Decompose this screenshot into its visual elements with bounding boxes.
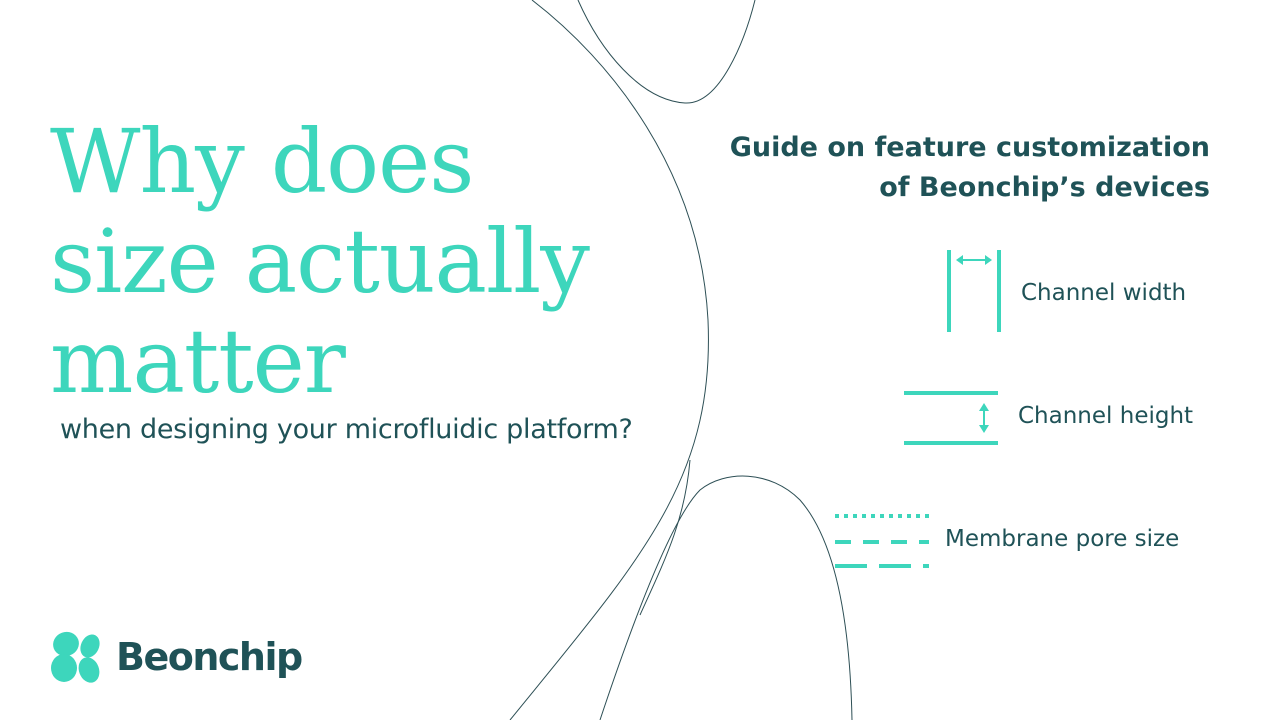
feature-label-channel-width: Channel width <box>1021 280 1187 306</box>
subtitle: when designing your microfluidic platfor… <box>60 414 633 445</box>
guide-title-line-2: of Beonchip’s devices <box>879 172 1210 203</box>
guide-title-line-1: Guide on feature customization <box>729 132 1210 163</box>
channel-height-icon <box>904 391 998 445</box>
headline-line-2: size actually <box>50 210 590 313</box>
feature-label-membrane-pore-size: Membrane pore size <box>945 526 1180 552</box>
guide-title: Guide on feature customization of Beonch… <box>730 128 1210 208</box>
headline: Why does size actually matter <box>50 110 590 413</box>
headline-line-3: matter <box>50 310 346 413</box>
feature-label-channel-height: Channel height <box>1018 403 1194 429</box>
headline-line-1: Why does <box>50 110 474 213</box>
brand-name: Beonchip <box>116 635 303 679</box>
membrane-pore-size-icon <box>835 514 929 568</box>
brand-logo: Beonchip <box>50 630 303 684</box>
beonchip-logo-icon <box>51 631 100 683</box>
channel-width-icon <box>947 250 1001 332</box>
